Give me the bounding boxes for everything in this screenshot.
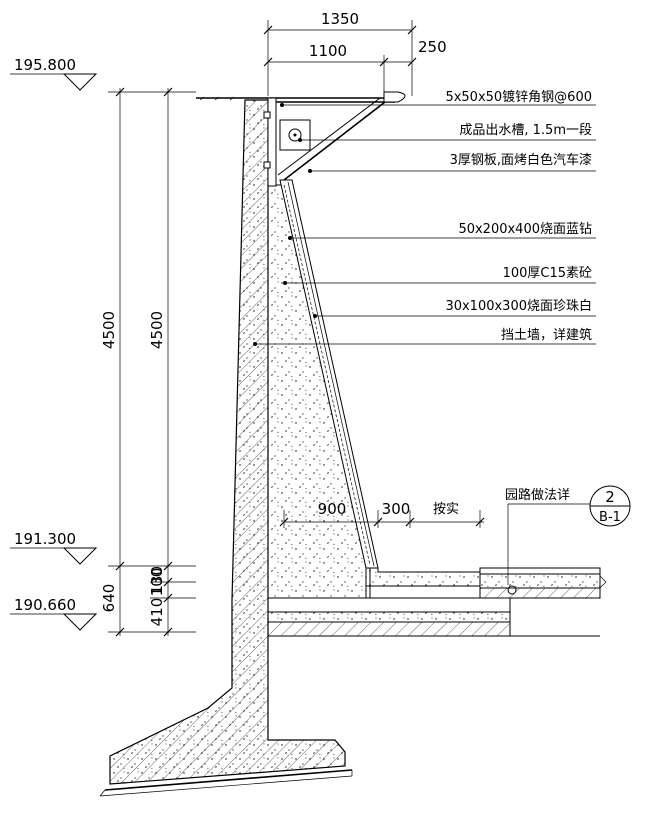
dim-130: 130 — [148, 566, 166, 595]
footing-base — [104, 769, 353, 791]
footing-blinding — [99, 775, 353, 797]
callout-leaders — [253, 103, 596, 346]
base-slab-lower — [267, 621, 511, 637]
dim-410: 410 — [148, 598, 166, 627]
base-slab-concrete — [267, 611, 511, 623]
brace — [283, 101, 386, 181]
steel-plate — [267, 97, 277, 187]
drain-pipe — [507, 585, 517, 595]
base-slab-top — [267, 597, 511, 613]
road-paving — [479, 567, 601, 575]
paving-base — [365, 567, 481, 587]
elevation-mid: 191.300 — [14, 530, 76, 548]
callout-blue-stone: 50x200x400烧面蓝钻 — [458, 222, 592, 237]
reference-note: 园路做法详 — [505, 487, 570, 503]
callout-c15-concrete: 100厚C15素砼 — [503, 266, 592, 281]
dim-300: 300 — [382, 500, 411, 518]
reference-number: 2 — [605, 488, 615, 506]
elevation-top: 195.800 — [14, 56, 76, 74]
dim-1350: 1350 — [321, 10, 359, 28]
callout-angle-steel: 5x50x50镀锌角钢@600 — [445, 89, 592, 105]
drain-channel — [279, 119, 311, 151]
dim-900: 900 — [318, 500, 347, 518]
callout-steel-plate: 3厚钢板,面烤白色汽车漆 — [450, 152, 592, 168]
dim-4500-inner: 4500 — [148, 311, 166, 349]
elevation-bottom: 190.660 — [14, 596, 76, 614]
callout-retaining-wall: 挡土墙，详建筑 — [501, 327, 592, 343]
dim-100: 100 — [148, 568, 166, 597]
reference-sheet: B-1 — [599, 510, 621, 525]
dim-250: 250 — [418, 38, 447, 56]
dim-as-built: 按实 — [433, 502, 459, 517]
callout-pearl-white: 30x100x300烧面珍珠白 — [445, 298, 592, 314]
dim-4500-outer: 4500 — [100, 311, 118, 349]
dim-1100: 1100 — [309, 42, 347, 60]
c15-concrete — [267, 184, 371, 599]
callout-drain-channel: 成品出水槽, 1.5m一段 — [459, 123, 592, 138]
dim-640: 640 — [100, 584, 118, 613]
